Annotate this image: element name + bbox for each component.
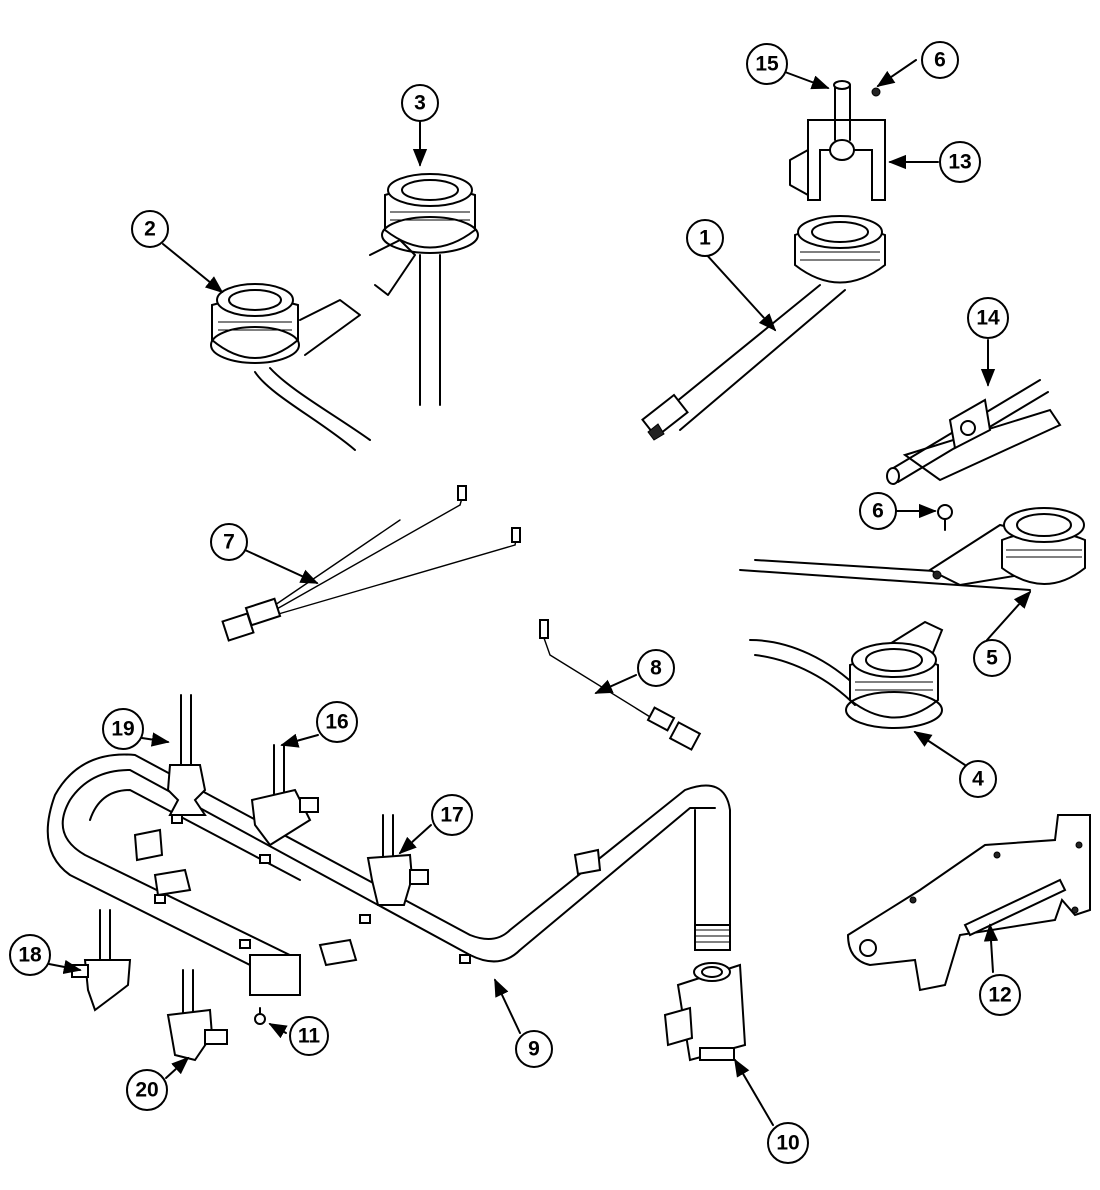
screw-6b — [937, 504, 953, 531]
regulator-10 — [663, 962, 747, 1062]
leader-lines — [48, 59, 1032, 1126]
bracket-13 — [789, 80, 886, 201]
svg-text:3: 3 — [414, 92, 426, 115]
svg-text:13: 13 — [948, 151, 971, 174]
callout-3[interactable]: 3 — [401, 84, 439, 122]
svg-text:19: 19 — [111, 718, 134, 741]
valve-18 — [71, 909, 132, 1012]
svg-text:2: 2 — [144, 218, 156, 241]
callout-15[interactable]: 15 — [746, 43, 788, 85]
svg-text:12: 12 — [988, 984, 1011, 1007]
svg-text:9: 9 — [528, 1038, 540, 1061]
svg-text:7: 7 — [223, 531, 235, 554]
svg-text:5: 5 — [986, 647, 998, 670]
svg-text:4: 4 — [972, 768, 984, 791]
callout-18[interactable]: 18 — [9, 934, 51, 976]
svg-text:6: 6 — [872, 500, 884, 523]
valve-20 — [166, 969, 228, 1062]
callout-14[interactable]: 14 — [967, 297, 1009, 339]
callout-2[interactable]: 2 — [131, 210, 169, 248]
svg-text:16: 16 — [325, 711, 348, 734]
callout-10[interactable]: 10 — [767, 1122, 809, 1164]
valve-16 — [250, 744, 319, 847]
electrode-harness-7 — [221, 485, 521, 642]
bracket-12 — [846, 814, 1091, 992]
svg-text:15: 15 — [755, 53, 779, 76]
burner-5 — [739, 507, 1086, 591]
callout-13[interactable]: 13 — [939, 141, 981, 183]
valve-19 — [166, 694, 207, 816]
screw-11 — [254, 1007, 266, 1025]
svg-text:8: 8 — [650, 657, 662, 680]
callout-16[interactable]: 16 — [316, 701, 358, 743]
part-14 — [886, 379, 1062, 485]
burner-2 — [210, 283, 371, 451]
callout-1[interactable]: 1 — [686, 219, 724, 257]
manifold-9 — [46, 753, 731, 996]
svg-text:11: 11 — [298, 1025, 321, 1048]
callout-8[interactable]: 8 — [637, 649, 675, 687]
callout-6-top[interactable]: 6 — [921, 41, 959, 79]
svg-text:20: 20 — [135, 1079, 158, 1102]
callout-12[interactable]: 12 — [979, 974, 1021, 1016]
burner-1 — [641, 215, 886, 441]
svg-text:17: 17 — [440, 804, 463, 827]
svg-text:10: 10 — [776, 1132, 799, 1155]
callout-11[interactable]: 11 — [289, 1016, 329, 1056]
callout-20[interactable]: 20 — [126, 1069, 168, 1111]
svg-text:14: 14 — [976, 307, 1000, 330]
svg-text:1: 1 — [699, 227, 711, 250]
electrode-8 — [539, 619, 702, 751]
callout-4[interactable]: 4 — [959, 760, 997, 798]
callout-17[interactable]: 17 — [431, 794, 473, 836]
valve-17 — [366, 814, 429, 906]
burner-3 — [369, 173, 479, 406]
svg-text:6: 6 — [934, 49, 946, 72]
callout-6-middle[interactable]: 6 — [859, 492, 897, 530]
callout-19[interactable]: 19 — [102, 708, 144, 750]
callout-5[interactable]: 5 — [973, 639, 1011, 677]
burner-4 — [749, 620, 944, 729]
callout-7[interactable]: 7 — [210, 523, 248, 561]
callout-9[interactable]: 9 — [515, 1030, 553, 1068]
svg-text:18: 18 — [18, 944, 42, 967]
